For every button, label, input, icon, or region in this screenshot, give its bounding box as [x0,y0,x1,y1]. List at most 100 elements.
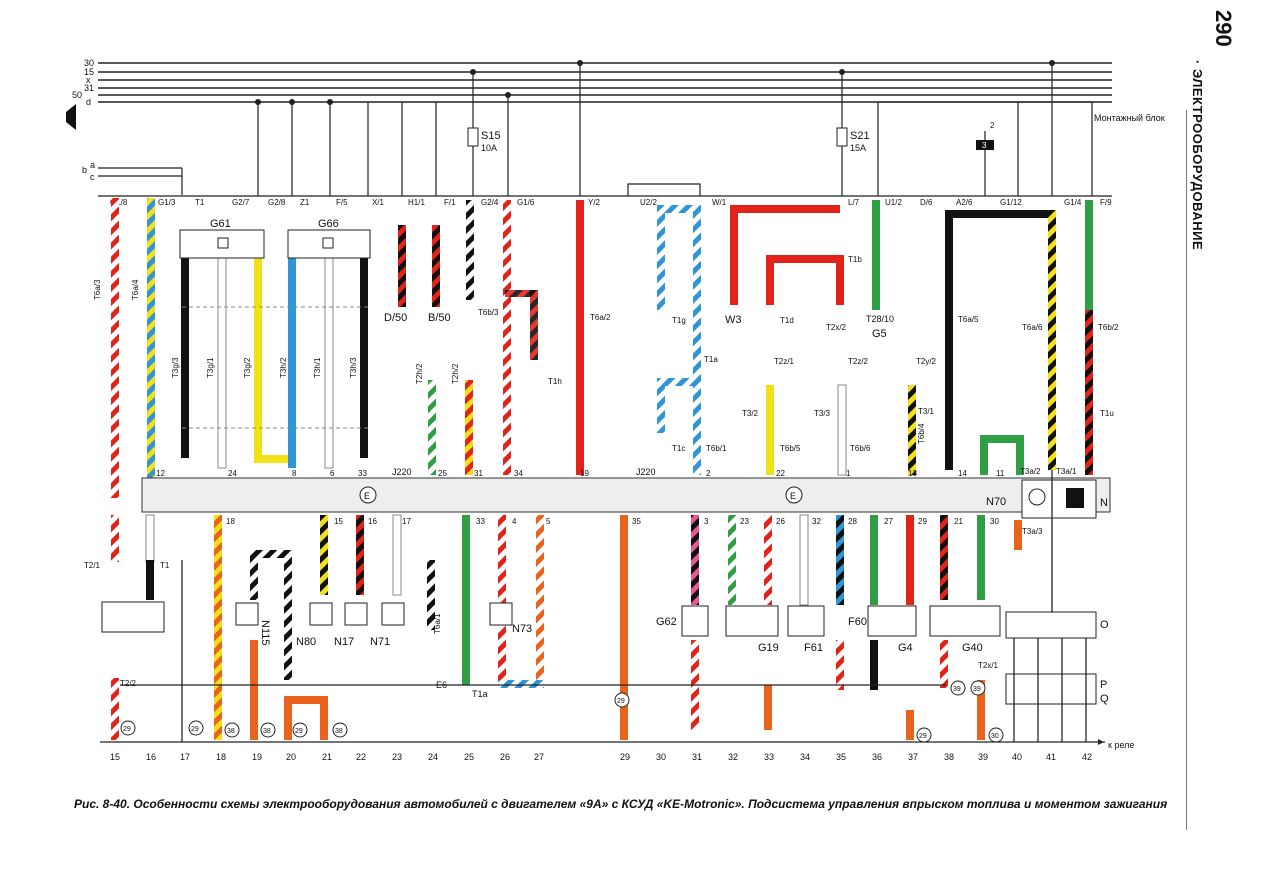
page-rule [1186,110,1187,830]
connector-label: T3h/2 [279,357,288,378]
connector-label: T6a/5 [958,315,979,324]
connector-label: T3g/1 [206,357,215,378]
valve-n115 [235,602,259,626]
bottom-column-number: 19 [252,752,262,762]
sensor-g19 [725,605,779,637]
connector-label: T2z/2 [848,357,869,366]
relay-slot-3: 2 3 [976,121,995,150]
connector-label: T2z/1 [774,357,795,366]
bottom-column-number: 29 [620,752,630,762]
lambda-probe-box [101,601,165,633]
connector-label: T6b/6 [850,444,871,453]
connector-label: T2h/2 [415,363,424,384]
distributor-o [1005,611,1097,639]
circled-reference-number: 29 [295,728,303,735]
j220-pin-bottom: 16 [368,517,377,526]
figure-caption: Рис. 8-40. Особенности схемы электрообор… [74,797,1168,811]
j220-pin-top: 1 [846,469,851,478]
j220-pin-bottom: 15 [334,517,343,526]
connector-label: T2y/2 [916,357,937,366]
to-relay-label: к реле [1108,740,1134,750]
circled-reference-number: 29 [617,698,625,705]
relay-pin: 2 [990,121,995,130]
circled-reference [332,722,348,738]
n73-label: N73 [512,623,532,635]
circled-reference-number: 38 [227,728,235,735]
j220-pin-top: 8 [292,469,297,478]
fuse-s21-name: S21 [850,130,870,142]
circled-reference-number: 38 [263,728,271,735]
j220-pin-top: 34 [514,469,523,478]
valve-n73 [489,602,513,626]
top-terminal-label: T1 [195,198,205,207]
circled-reference [292,722,308,738]
connector-label: T2x/2 [826,323,847,332]
rail-label-30: 30 [84,58,94,68]
j220-pin-top: 22 [776,469,785,478]
circled-reference-number: 29 [191,726,199,733]
j220-pin-top: 31 [474,469,483,478]
circled-reference-number: 29 [919,733,927,740]
d50-label: D/50 [384,312,407,324]
connector-label: T3/3 [814,409,831,418]
top-terminal-label: Y/2 [588,198,601,207]
o-label: O [1100,619,1109,631]
j220-pin-top: 19 [580,469,589,478]
j220-pin-bottom: 5 [546,517,551,526]
bottom-column-number: 20 [286,752,296,762]
top-terminal-label: A2/6 [956,198,973,207]
f60-label: F60 [848,616,867,628]
wires-top [111,198,1093,498]
j220-pin-top: 12 [156,469,165,478]
sensor-g66: G66 [287,218,371,259]
bottom-column-number: 34 [800,752,810,762]
circled-reference-number: 39 [973,686,981,693]
bottom-column-number: 16 [146,752,156,762]
connector-label: T1d [780,316,794,325]
mount-block-label: Монтажный блок [1094,113,1165,123]
top-terminal-label: G1/12 [1000,198,1022,207]
j220-pin-bottom: 33 [476,517,485,526]
circled-reference [188,720,204,736]
j220-pin-top: 25 [438,469,447,478]
bottom-column-number: 27 [534,752,544,762]
bottom-column-number: 38 [944,752,954,762]
top-terminal-label: W/1 [712,198,727,207]
bottom-column-number: 15 [110,752,120,762]
fuse-s15-rating: 10A [481,143,497,153]
spark-plugs-pq [1005,673,1097,705]
circled-reference [260,722,276,738]
j220-pin-top: 14 [958,469,967,478]
j220-pin-top: 13 [908,469,917,478]
fuse-s15: S15 10A [467,127,501,153]
bottom-column-number: 22 [356,752,366,762]
connector-label: T6b/4 [917,423,926,444]
g40-label: G40 [962,642,983,654]
top-terminal-label: X/1 [372,198,385,207]
circled-reference [120,720,136,736]
j220-pin-bottom: 21 [954,517,963,526]
bottom-column-number: 25 [464,752,474,762]
j220-pin-bottom: 17 [402,517,411,526]
connector-label: T1 [160,561,170,570]
rail-label-15: 15 [84,67,94,77]
connector-label: T2x/1 [978,661,999,670]
f61-label: F61 [804,642,823,654]
bottom-column-number: 18 [216,752,226,762]
j220-pin-bottom: 26 [776,517,785,526]
n17-label: N17 [334,636,354,648]
g62-label: G62 [656,616,677,628]
j220-pin-bottom: 18 [226,517,235,526]
connector-label: T6b/5 [780,444,801,453]
top-terminal-label: G1/3 [158,198,176,207]
valve-n17 [344,602,368,626]
connector-label: T3a/2 [1020,467,1041,476]
g4-label: G4 [898,642,913,654]
circled-reference [988,727,1004,743]
bottom-column-number: 23 [392,752,402,762]
top-terminal-label: G2/7 [232,198,250,207]
page-number: 290 [1211,10,1236,47]
page-tab-marker [66,104,76,130]
n80-label: N80 [296,636,316,648]
control-unit-j220: E E J220 J220 N70 [141,467,1111,513]
